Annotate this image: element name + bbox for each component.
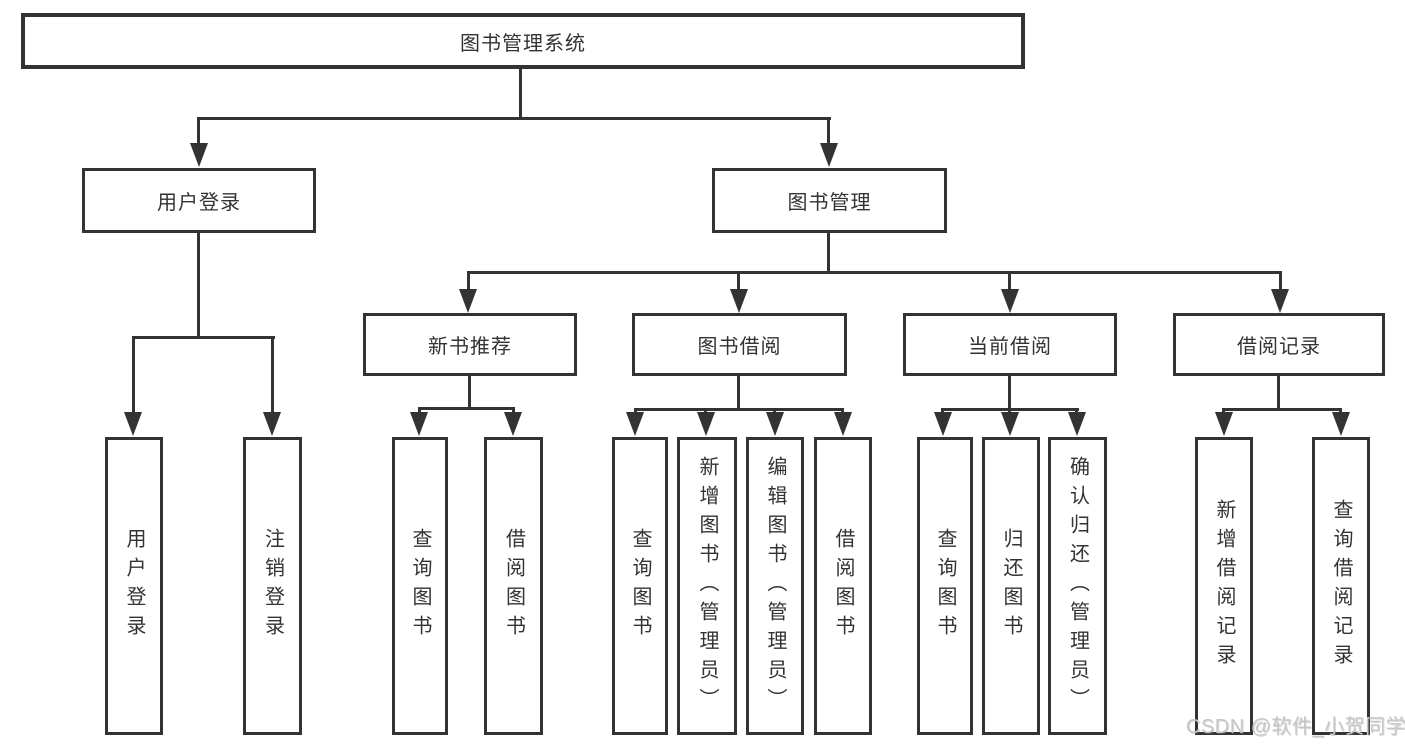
arrow-add-books-admin <box>697 412 715 436</box>
node-label: 图书管理系统 <box>460 32 586 55</box>
arrow-query-books-current <box>934 412 952 436</box>
node-leaf-query-books-recommend: 查询图书 <box>392 437 448 735</box>
edge-drop-add-books-admin <box>704 408 707 413</box>
arrow-leaf-logout <box>263 412 281 436</box>
edge-drop-book-management <box>827 117 830 144</box>
arrow-borrow-books <box>834 412 852 436</box>
edge-drop-confirm-return <box>1075 408 1078 413</box>
node-leaf-logout-login: 注销登录 <box>243 437 302 735</box>
edge-root-rail <box>198 117 831 120</box>
edge-drop-leaf-user-login <box>132 336 135 413</box>
arrow-new-book-recommend <box>459 289 477 313</box>
node-label: 借阅记录 <box>1237 336 1321 358</box>
node-leaf-borrow-books-recommend: 借阅图书 <box>484 437 543 735</box>
node-label: 新增图书（管理员） <box>696 455 718 717</box>
edge-drop-query-books-borrow <box>634 408 637 413</box>
arrow-user-login <box>190 143 208 167</box>
node-new-book-recommend: 新书推荐 <box>363 313 577 376</box>
node-leaf-edit-books-admin: 编辑图书（管理员） <box>746 437 804 735</box>
node-label: 用户登录 <box>157 192 241 214</box>
edge-drop-book-borrow <box>737 271 740 290</box>
edge-drop-borrow-records <box>1279 271 1282 290</box>
edge-current-borrow-stem <box>1008 376 1011 408</box>
arrow-add-borrow-record <box>1215 412 1233 436</box>
arrow-return-books <box>1001 412 1019 436</box>
edge-new-book-recommend-stem <box>468 376 471 407</box>
edge-drop-current-borrow <box>1008 271 1011 290</box>
node-label: 查询图书 <box>409 528 431 644</box>
arrow-query-books-recommend <box>410 412 428 436</box>
node-label: 新书推荐 <box>428 336 512 358</box>
node-current-borrow: 当前借阅 <box>903 313 1117 376</box>
node-leaf-borrow-books: 借阅图书 <box>814 437 872 735</box>
edge-book-borrow-rail <box>634 408 844 411</box>
node-leaf-query-books-current: 查询图书 <box>917 437 973 735</box>
node-label: 归还图书 <box>1000 528 1022 644</box>
node-label: 确认归还（管理员） <box>1066 455 1089 717</box>
edge-borrow-records-stem <box>1277 376 1280 408</box>
edge-user-login-rail <box>132 336 275 339</box>
node-leaf-query-books-borrow: 查询图书 <box>612 437 668 735</box>
edge-new-book-recommend-rail <box>418 407 515 410</box>
node-label: 借阅图书 <box>502 528 525 644</box>
edge-root-stem <box>519 69 522 117</box>
node-book-borrow: 图书借阅 <box>632 313 847 376</box>
node-label: 查询借阅记录 <box>1330 499 1352 673</box>
edge-book-borrow-stem <box>737 376 740 408</box>
arrow-borrow-records <box>1271 289 1289 313</box>
node-label: 查询图书 <box>934 528 956 644</box>
edge-drop-user-login <box>197 117 200 144</box>
node-label: 用户登录 <box>123 528 145 644</box>
arrow-confirm-return <box>1068 412 1086 436</box>
arrow-query-borrow-record <box>1332 412 1350 436</box>
node-leaf-user-login: 用户登录 <box>105 437 163 735</box>
edge-book-management-rail <box>467 271 1282 274</box>
edge-drop-query-books-current <box>941 408 944 413</box>
node-leaf-add-books-admin: 新增图书（管理员） <box>677 437 737 735</box>
node-label: 编辑图书（管理员） <box>764 455 786 717</box>
node-leaf-add-borrow-record: 新增借阅记录 <box>1195 437 1253 735</box>
edge-drop-add-borrow-record <box>1222 408 1225 413</box>
edge-book-management-stem <box>827 233 830 271</box>
node-root-library-system: 图书管理系统 <box>21 13 1025 69</box>
csdn-watermark: CSDN @软件_小贺同学 <box>1186 716 1405 738</box>
edge-drop-query-books-recommend <box>418 407 421 413</box>
arrow-borrow-books-recommend <box>504 412 522 436</box>
node-user-login: 用户登录 <box>82 168 316 233</box>
edge-drop-query-borrow-record <box>1339 408 1342 413</box>
node-label: 新增借阅记录 <box>1213 499 1235 673</box>
arrow-edit-books-admin <box>766 412 784 436</box>
node-book-management: 图书管理 <box>712 168 947 233</box>
edge-drop-leaf-logout <box>271 336 274 413</box>
edge-user-login-stem <box>197 233 200 336</box>
edge-drop-borrow-books <box>841 408 844 413</box>
node-label: 借阅图书 <box>832 528 854 644</box>
node-borrow-records: 借阅记录 <box>1173 313 1385 376</box>
arrow-query-books-borrow <box>626 412 644 436</box>
arrow-leaf-user-login <box>124 412 142 436</box>
edge-drop-new-book-recommend <box>467 271 470 290</box>
arrow-book-management <box>820 143 838 167</box>
arrow-current-borrow <box>1001 289 1019 313</box>
edge-drop-borrow-books-recommend <box>512 407 515 413</box>
node-label: 图书管理 <box>787 192 872 214</box>
edge-drop-edit-books-admin <box>773 408 776 413</box>
node-leaf-return-books: 归还图书 <box>982 437 1040 735</box>
node-label: 图书借阅 <box>697 336 782 358</box>
arrow-book-borrow <box>730 289 748 313</box>
node-leaf-confirm-return-admin: 确认归还（管理员） <box>1048 437 1107 735</box>
edge-drop-return-books <box>1008 408 1011 413</box>
edge-borrow-records-rail <box>1223 408 1342 411</box>
node-label: 注销登录 <box>261 528 284 644</box>
node-leaf-query-borrow-record: 查询借阅记录 <box>1312 437 1370 735</box>
node-label: 查询图书 <box>629 528 651 644</box>
node-label: 当前借阅 <box>968 336 1052 358</box>
